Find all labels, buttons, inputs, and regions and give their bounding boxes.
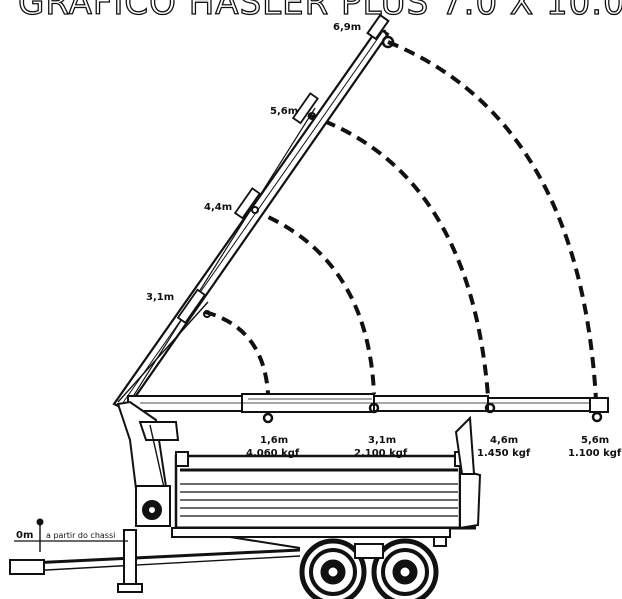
capacity-label-3: 1.450 kgf xyxy=(477,448,531,459)
boom-raised xyxy=(112,13,390,415)
boom-horizontal xyxy=(127,393,609,413)
chassis xyxy=(9,527,451,593)
trailer-body xyxy=(174,451,482,530)
zero-label: 0m xyxy=(16,530,33,541)
height-label-4-4m: 4,4m xyxy=(204,202,232,213)
chart-title: GRAFICO HASLER PLUS 7.0 X 10.0 xyxy=(17,0,622,24)
crane-column xyxy=(116,400,180,527)
reach-label-3: 4,6m xyxy=(490,435,518,446)
hook-icon xyxy=(203,112,316,318)
capacity-label-2: 2.100 kgf xyxy=(354,448,408,459)
reach-label-4: 5,6m xyxy=(581,435,609,446)
capacity-label-4: 1.100 kgf xyxy=(568,448,622,459)
wheel-icon xyxy=(299,538,439,599)
hook-horizontal-icon xyxy=(262,402,603,424)
chassis-label: a partir do chassi xyxy=(46,531,115,540)
capacity-label-1: 4.060 kgf xyxy=(246,448,300,459)
load-arc-5-6m xyxy=(307,113,490,397)
reach-label-2: 3,1m xyxy=(368,435,396,446)
reach-label-1: 1,6m xyxy=(260,435,288,446)
load-arc-4-4m xyxy=(251,208,376,395)
height-label-5-6m: 5,6m xyxy=(270,106,298,117)
reference-marker xyxy=(14,518,128,552)
load-arc-3-1m xyxy=(204,310,270,395)
load-arc-6-9m xyxy=(387,40,598,401)
hook-tip-icon xyxy=(381,29,395,49)
height-label-6-9m: 6,9m xyxy=(333,22,361,33)
height-label-3-1m: 3,1m xyxy=(146,292,174,303)
